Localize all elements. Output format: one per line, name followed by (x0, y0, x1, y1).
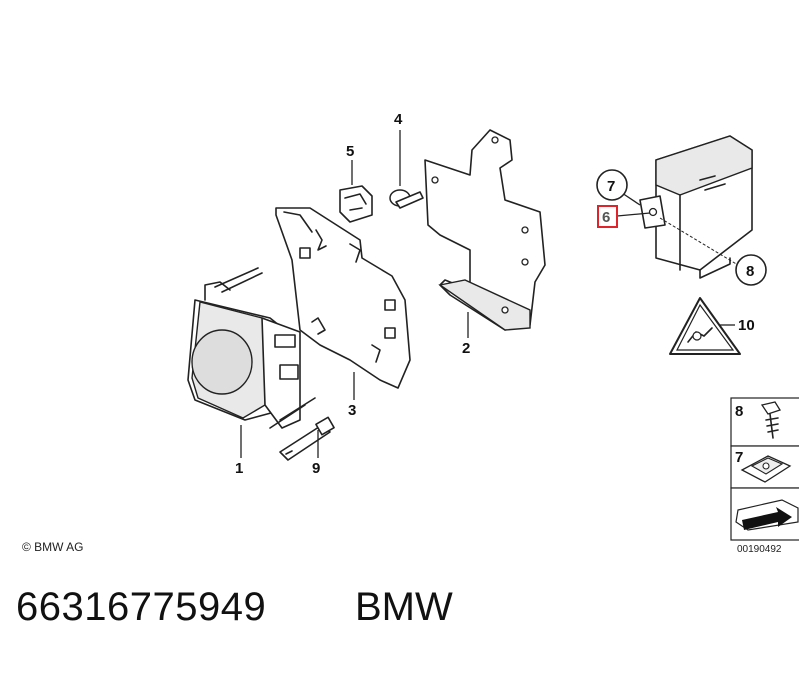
callout-2: 2 (462, 340, 470, 357)
part-number: 66316775949 (16, 585, 267, 629)
callout-4: 4 (394, 111, 403, 128)
arrow-icon (735, 499, 799, 531)
legend-label-7: 7 (735, 449, 743, 466)
mounting-plate-part-3 (275, 207, 411, 389)
callout-6: 6 (602, 209, 610, 226)
clip-part-5 (339, 185, 373, 223)
callout-9: 9 (312, 460, 320, 477)
clip-nut-icon (740, 455, 792, 483)
callouts: 4 5 1 9 3 2 7 6 8 10 (235, 111, 767, 477)
callout-3: 3 (348, 402, 356, 419)
copyright-notice: © BMW AG (22, 540, 84, 554)
legend-box: 8 7 (730, 397, 799, 541)
leader-lines (240, 130, 739, 458)
callout-circle-7 (596, 169, 628, 201)
callout-5: 5 (346, 143, 354, 160)
control-unit (655, 135, 753, 279)
legend-label-8: 8 (735, 403, 743, 420)
brand-name: BMW (355, 585, 453, 629)
callout-8: 8 (746, 263, 754, 280)
screw-part-4 (389, 189, 424, 209)
callout-10: 10 (738, 317, 755, 334)
callout-circle-8 (735, 254, 767, 286)
diagram-id: 00190492 (737, 544, 782, 555)
callout-box-6-highlight (597, 205, 618, 228)
warning-label-part-10 (669, 297, 741, 355)
sensor-module-part-1 (187, 267, 316, 429)
bracket-part-2 (424, 129, 546, 331)
screw-icon (760, 401, 781, 439)
callout-1: 1 (235, 460, 243, 477)
callout-7: 7 (607, 178, 615, 195)
part-6-clip (639, 195, 666, 229)
